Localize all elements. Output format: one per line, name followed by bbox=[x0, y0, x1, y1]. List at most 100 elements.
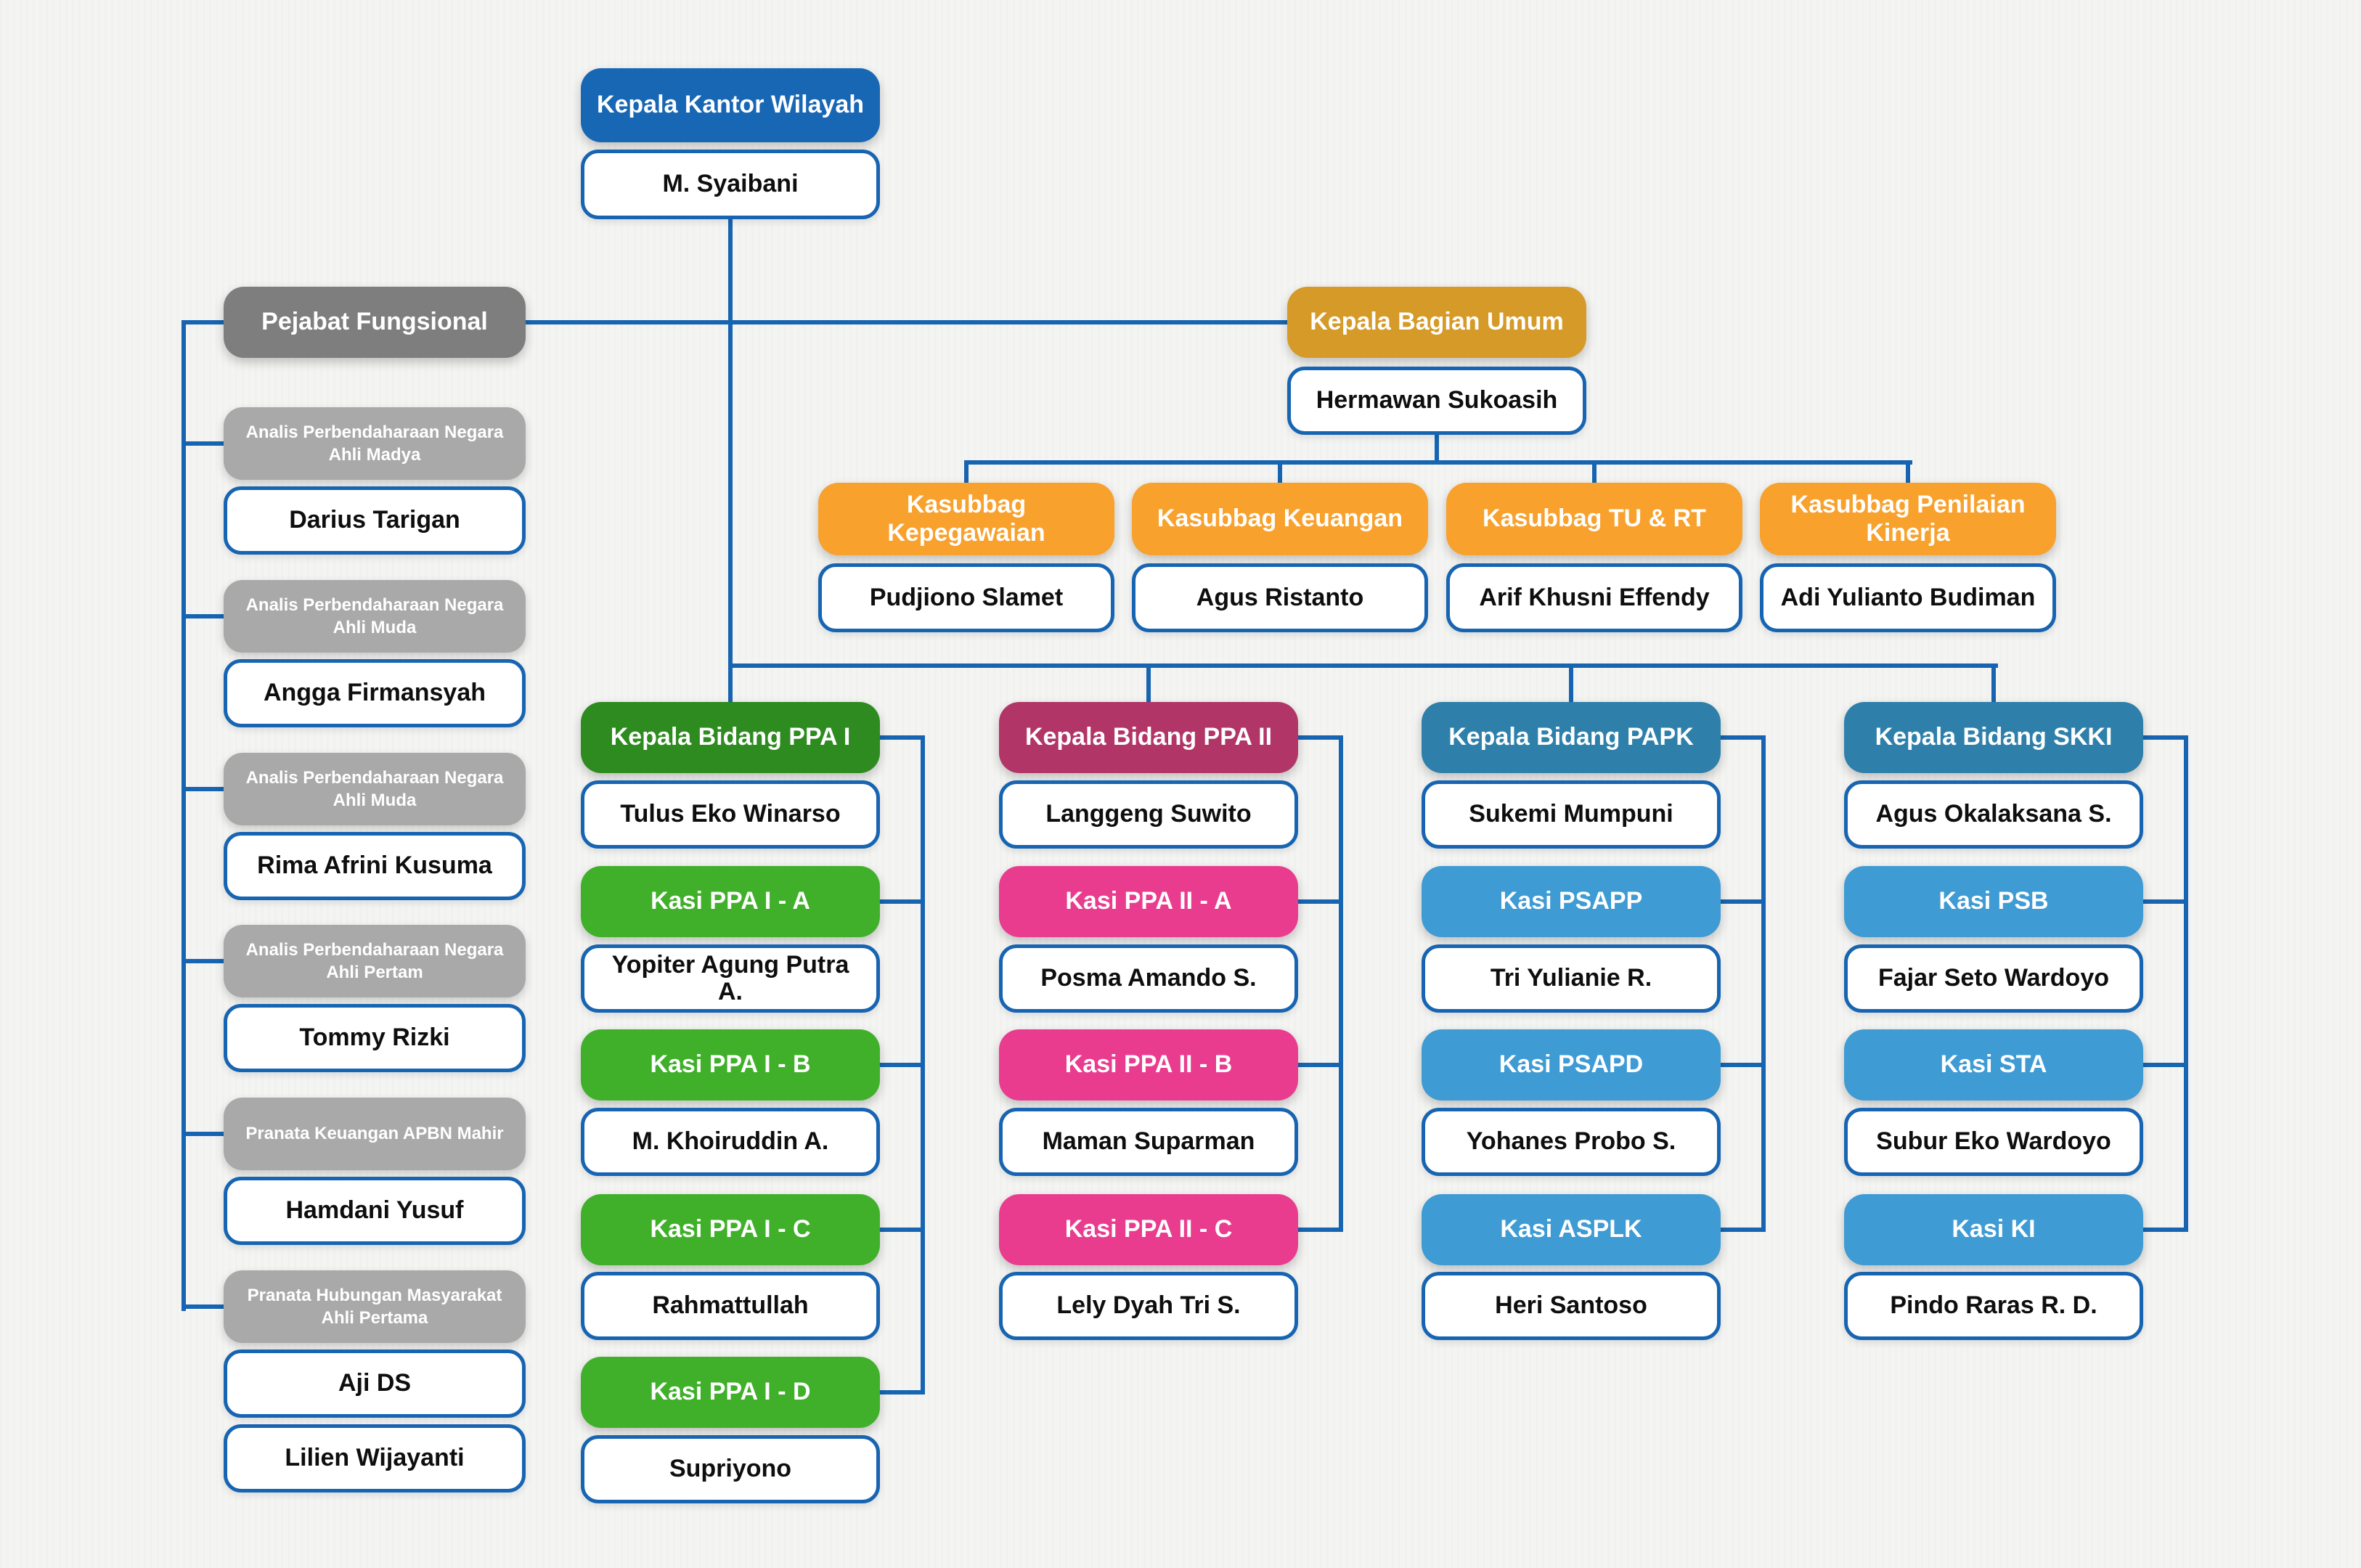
node-functional-name-5-label: Aji DS bbox=[338, 1369, 412, 1397]
connector-line bbox=[728, 219, 733, 702]
node-bidang-0-kasi-name-0-label: Yopiter Agung Putra A. bbox=[611, 950, 849, 1005]
node-bidang-3-kasi-2-label: Kasi KI bbox=[1952, 1215, 2036, 1244]
node-bidang-1-kasi-0-label: Kasi PPA II - A bbox=[1065, 887, 1232, 915]
node-functional-title-3: Analis Perbendaharaan Negara Ahli Pertam bbox=[224, 925, 526, 997]
node-functional-name-2: Rima Afrini Kusuma bbox=[224, 832, 526, 900]
node-functional-name-1-label: Angga Firmansyah bbox=[263, 679, 486, 707]
node-bidang-2-name: Sukemi Mumpuni bbox=[1422, 780, 1721, 849]
node-functional-header-label: Pejabat Fungsional bbox=[261, 308, 488, 336]
node-bidang-1-name-label: Langgeng Suwito bbox=[1045, 800, 1252, 828]
node-kasubbag-title-1-label: Kasubbag Keuangan bbox=[1157, 505, 1403, 533]
node-bidang-2-kasi-2-label: Kasi ASPLK bbox=[1500, 1215, 1642, 1244]
node-bidang-2-kasi-name-0-label: Tri Yulianie R. bbox=[1490, 964, 1652, 992]
node-kasubbag-title-3-label: Kasubbag Penilaian Kinerja bbox=[1790, 490, 2026, 547]
node-functional-name-3-label: Tommy Rizki bbox=[299, 1024, 450, 1052]
connector-line bbox=[880, 735, 925, 740]
node-bidang-0-title: Kepala Bidang PPA I bbox=[581, 702, 880, 773]
connector-line bbox=[1721, 1063, 1766, 1067]
node-bidang-2-kasi-name-2-label: Heri Santoso bbox=[1495, 1291, 1647, 1320]
node-functional-title-2: Analis Perbendaharaan Negara Ahli Muda bbox=[224, 753, 526, 825]
node-bidang-0-kasi-3: Kasi PPA I - D bbox=[581, 1357, 880, 1428]
connector-line bbox=[182, 320, 1287, 324]
node-bidang-0-kasi-2: Kasi PPA I - C bbox=[581, 1194, 880, 1265]
connector-line bbox=[182, 441, 224, 446]
node-bidang-0-kasi-name-3: Supriyono bbox=[581, 1435, 880, 1503]
node-bidang-2-kasi-1-label: Kasi PSAPD bbox=[1498, 1050, 1644, 1079]
node-bidang-1-kasi-1-label: Kasi PPA II - B bbox=[1064, 1050, 1233, 1079]
node-functional-title-3-label: Analis Perbendaharaan Negara Ahli Pertam bbox=[245, 939, 504, 982]
node-bidang-2-kasi-1: Kasi PSAPD bbox=[1422, 1029, 1721, 1101]
connector-line bbox=[880, 899, 925, 904]
node-functional-extra-name-label: Lilien Wijayanti bbox=[285, 1444, 465, 1472]
connector-line bbox=[182, 1132, 224, 1136]
node-functional-title-4-label: Pranata Keuangan APBN Mahir bbox=[245, 1124, 504, 1144]
node-bidang-3-kasi-name-2-label: Pindo Raras R. D. bbox=[1890, 1291, 2097, 1320]
connector-line bbox=[1906, 460, 1910, 487]
connector-line bbox=[880, 1228, 925, 1232]
node-functional-title-4: Pranata Keuangan APBN Mahir bbox=[224, 1098, 526, 1170]
node-bidang-0-kasi-0-label: Kasi PPA I - A bbox=[651, 887, 810, 915]
node-bidang-3-kasi-0-label: Kasi PSB bbox=[1938, 887, 2049, 915]
connector-line bbox=[964, 460, 969, 487]
node-functional-name-4-label: Hamdani Yusuf bbox=[285, 1196, 464, 1225]
node-bidang-1-kasi-name-1-label: Maman Suparman bbox=[1042, 1127, 1255, 1156]
connector-line bbox=[1721, 899, 1766, 904]
connector-line bbox=[880, 1390, 925, 1395]
connector-line bbox=[1298, 1063, 1343, 1067]
node-bidang-1-title: Kepala Bidang PPA II bbox=[999, 702, 1298, 773]
connector-line bbox=[1298, 899, 1343, 904]
node-bidang-0-kasi-name-2: Rahmattullah bbox=[581, 1272, 880, 1340]
node-bidang-0-name: Tulus Eko Winarso bbox=[581, 780, 880, 849]
connector-line bbox=[1298, 735, 1343, 740]
connector-line bbox=[1761, 735, 1766, 1232]
node-kasubbag-name-0: Pudjiono Slamet bbox=[818, 563, 1114, 632]
node-bidang-3-kasi-1: Kasi STA bbox=[1844, 1029, 2143, 1101]
node-bidang-0-kasi-name-2-label: Rahmattullah bbox=[652, 1291, 809, 1320]
node-kasubbag-name-0-label: Pudjiono Slamet bbox=[869, 583, 1064, 611]
node-bidang-0-kasi-2-label: Kasi PPA I - C bbox=[650, 1215, 811, 1244]
connector-line bbox=[182, 959, 224, 963]
connector-line bbox=[1146, 663, 1151, 706]
node-bidang-0-kasi-name-0: Yopiter Agung Putra A. bbox=[581, 944, 880, 1013]
node-bidang-0-kasi-1-label: Kasi PPA I - B bbox=[650, 1050, 811, 1079]
node-bidang-3-kasi-name-2: Pindo Raras R. D. bbox=[1844, 1272, 2143, 1340]
node-bidang-1-kasi-name-0-label: Posma Amando S. bbox=[1040, 964, 1257, 992]
node-kasubbag-title-0: Kasubbag Kepegawaian bbox=[818, 483, 1114, 555]
node-bidang-3-kasi-0: Kasi PSB bbox=[1844, 866, 2143, 937]
connector-line bbox=[1991, 663, 1996, 706]
node-functional-title-5-label: Pranata Hubungan Masyarakat Ahli Pertama bbox=[247, 1285, 502, 1328]
node-kasubbag-title-1: Kasubbag Keuangan bbox=[1132, 483, 1428, 555]
node-bidang-3-name-label: Agus Okalaksana S. bbox=[1875, 800, 2112, 828]
connector-line bbox=[182, 1304, 224, 1309]
node-bidang-2-kasi-0: Kasi PSAPP bbox=[1422, 866, 1721, 937]
node-bidang-1-title-label: Kepala Bidang PPA II bbox=[1024, 723, 1273, 751]
node-functional-name-4: Hamdani Yusuf bbox=[224, 1177, 526, 1245]
connector-line bbox=[2143, 735, 2188, 740]
node-kasubbag-name-3: Adi Yulianto Budiman bbox=[1760, 563, 2056, 632]
node-kasubbag-name-2: Arif Khusni Effendy bbox=[1446, 563, 1742, 632]
node-bidang-3-kasi-name-1: Subur Eko Wardoyo bbox=[1844, 1108, 2143, 1176]
node-functional-title-5: Pranata Hubungan Masyarakat Ahli Pertama bbox=[224, 1270, 526, 1343]
connector-line bbox=[1435, 435, 1439, 465]
node-bidang-2-kasi-name-1: Yohanes Probo S. bbox=[1422, 1108, 1721, 1176]
connector-line bbox=[1569, 663, 1573, 706]
node-functional-name-5: Aji DS bbox=[224, 1349, 526, 1418]
connector-line bbox=[880, 1063, 925, 1067]
node-kasubbag-name-1-label: Agus Ristanto bbox=[1196, 583, 1364, 611]
node-bidang-3-kasi-name-0-label: Fajar Seto Wardoyo bbox=[1877, 964, 2110, 992]
node-functional-extra-name: Lilien Wijayanti bbox=[224, 1424, 526, 1493]
node-functional-title-2-label: Analis Perbendaharaan Negara Ahli Muda bbox=[245, 767, 504, 810]
node-bidang-1-kasi-0: Kasi PPA II - A bbox=[999, 866, 1298, 937]
node-root-name: M. Syaibani bbox=[581, 150, 880, 219]
node-bidang-1-kasi-name-1: Maman Suparman bbox=[999, 1108, 1298, 1176]
node-bidang-1-kasi-name-2-label: Lely Dyah Tri S. bbox=[1056, 1291, 1241, 1320]
connector-line bbox=[2143, 1063, 2188, 1067]
node-bidang-2-kasi-name-1-label: Yohanes Probo S. bbox=[1466, 1127, 1676, 1156]
node-bidang-1-kasi-2-label: Kasi PPA II - C bbox=[1064, 1215, 1233, 1244]
node-bidang-3-kasi-name-0: Fajar Seto Wardoyo bbox=[1844, 944, 2143, 1013]
node-bidang-0-kasi-0: Kasi PPA I - A bbox=[581, 866, 880, 937]
node-bidang-2-name-label: Sukemi Mumpuni bbox=[1469, 800, 1673, 828]
node-root-title: Kepala Kantor Wilayah bbox=[581, 68, 880, 142]
node-kasubbag-name-2-label: Arif Khusni Effendy bbox=[1479, 583, 1710, 611]
node-functional-name-0-label: Darius Tarigan bbox=[289, 506, 460, 534]
